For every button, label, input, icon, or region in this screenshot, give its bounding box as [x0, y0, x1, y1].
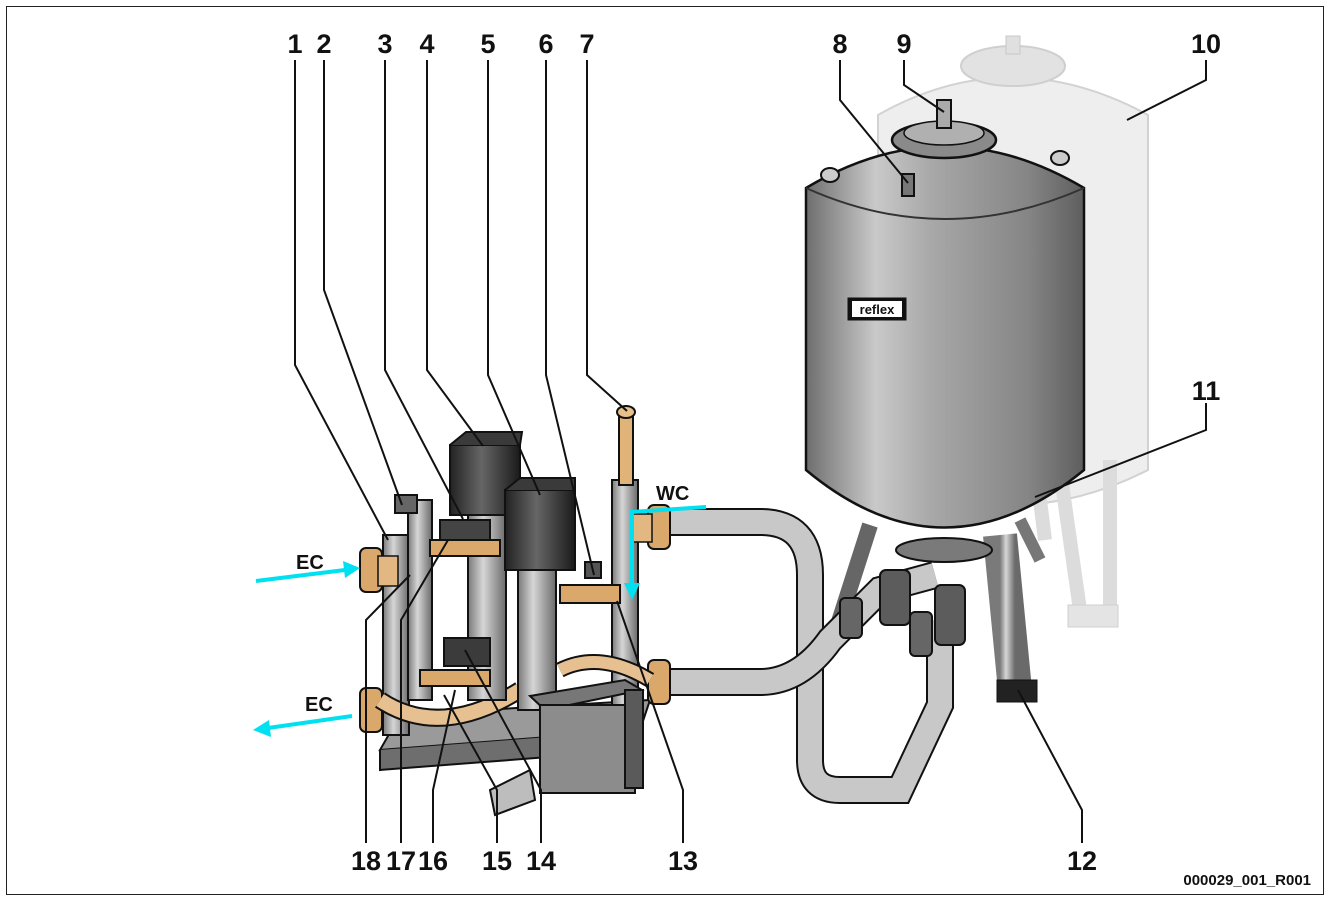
callout-13: 13 [668, 846, 698, 876]
callout-4: 4 [419, 29, 434, 59]
callout-1: 1 [287, 29, 302, 59]
diagram-frame [6, 6, 1324, 895]
callout-14: 14 [526, 846, 556, 876]
control-box [527, 678, 645, 794]
callout-7: 7 [579, 29, 594, 59]
flange-wc-return [556, 654, 671, 705]
callout-3: 3 [377, 29, 392, 59]
callout-9: 9 [896, 29, 911, 59]
drawing-code: 000029_001_R001 [1183, 872, 1311, 889]
flange-wc-in [631, 504, 671, 550]
flow-label-wc: WC [656, 483, 689, 505]
flow-label-ec-out: EC [305, 694, 333, 716]
tank-foot [996, 679, 1038, 703]
callout-6: 6 [538, 29, 553, 59]
leader-lines [294, 60, 1207, 843]
callout-2: 2 [316, 29, 331, 59]
callout-15: 15 [482, 846, 512, 876]
callout-8: 8 [832, 29, 847, 59]
arrow-ec-in [255, 561, 360, 583]
callout-17: 17 [386, 846, 416, 876]
callout-5: 5 [480, 29, 495, 59]
flow-arrows [253, 505, 707, 737]
pump-2 [504, 477, 576, 711]
callout-16: 16 [418, 846, 448, 876]
brand-label: reflex [860, 302, 895, 317]
flange-ec-in [359, 547, 399, 593]
arrow-ec-out [253, 714, 353, 737]
main-tank [804, 99, 1086, 703]
brand-plate: reflex [847, 297, 907, 321]
pump-station [359, 405, 671, 817]
callout-numbers: 1 2 3 4 5 6 7 8 9 10 11 12 13 14 15 16 1… [287, 29, 1221, 876]
callout-12: 12 [1067, 846, 1097, 876]
callout-10: 10 [1191, 29, 1221, 59]
flow-label-ec-in: EC [296, 552, 324, 574]
callout-18: 18 [351, 846, 381, 876]
connection-pipes [665, 508, 966, 804]
callout-11: 11 [1192, 376, 1221, 406]
arrow-wc [624, 505, 707, 600]
